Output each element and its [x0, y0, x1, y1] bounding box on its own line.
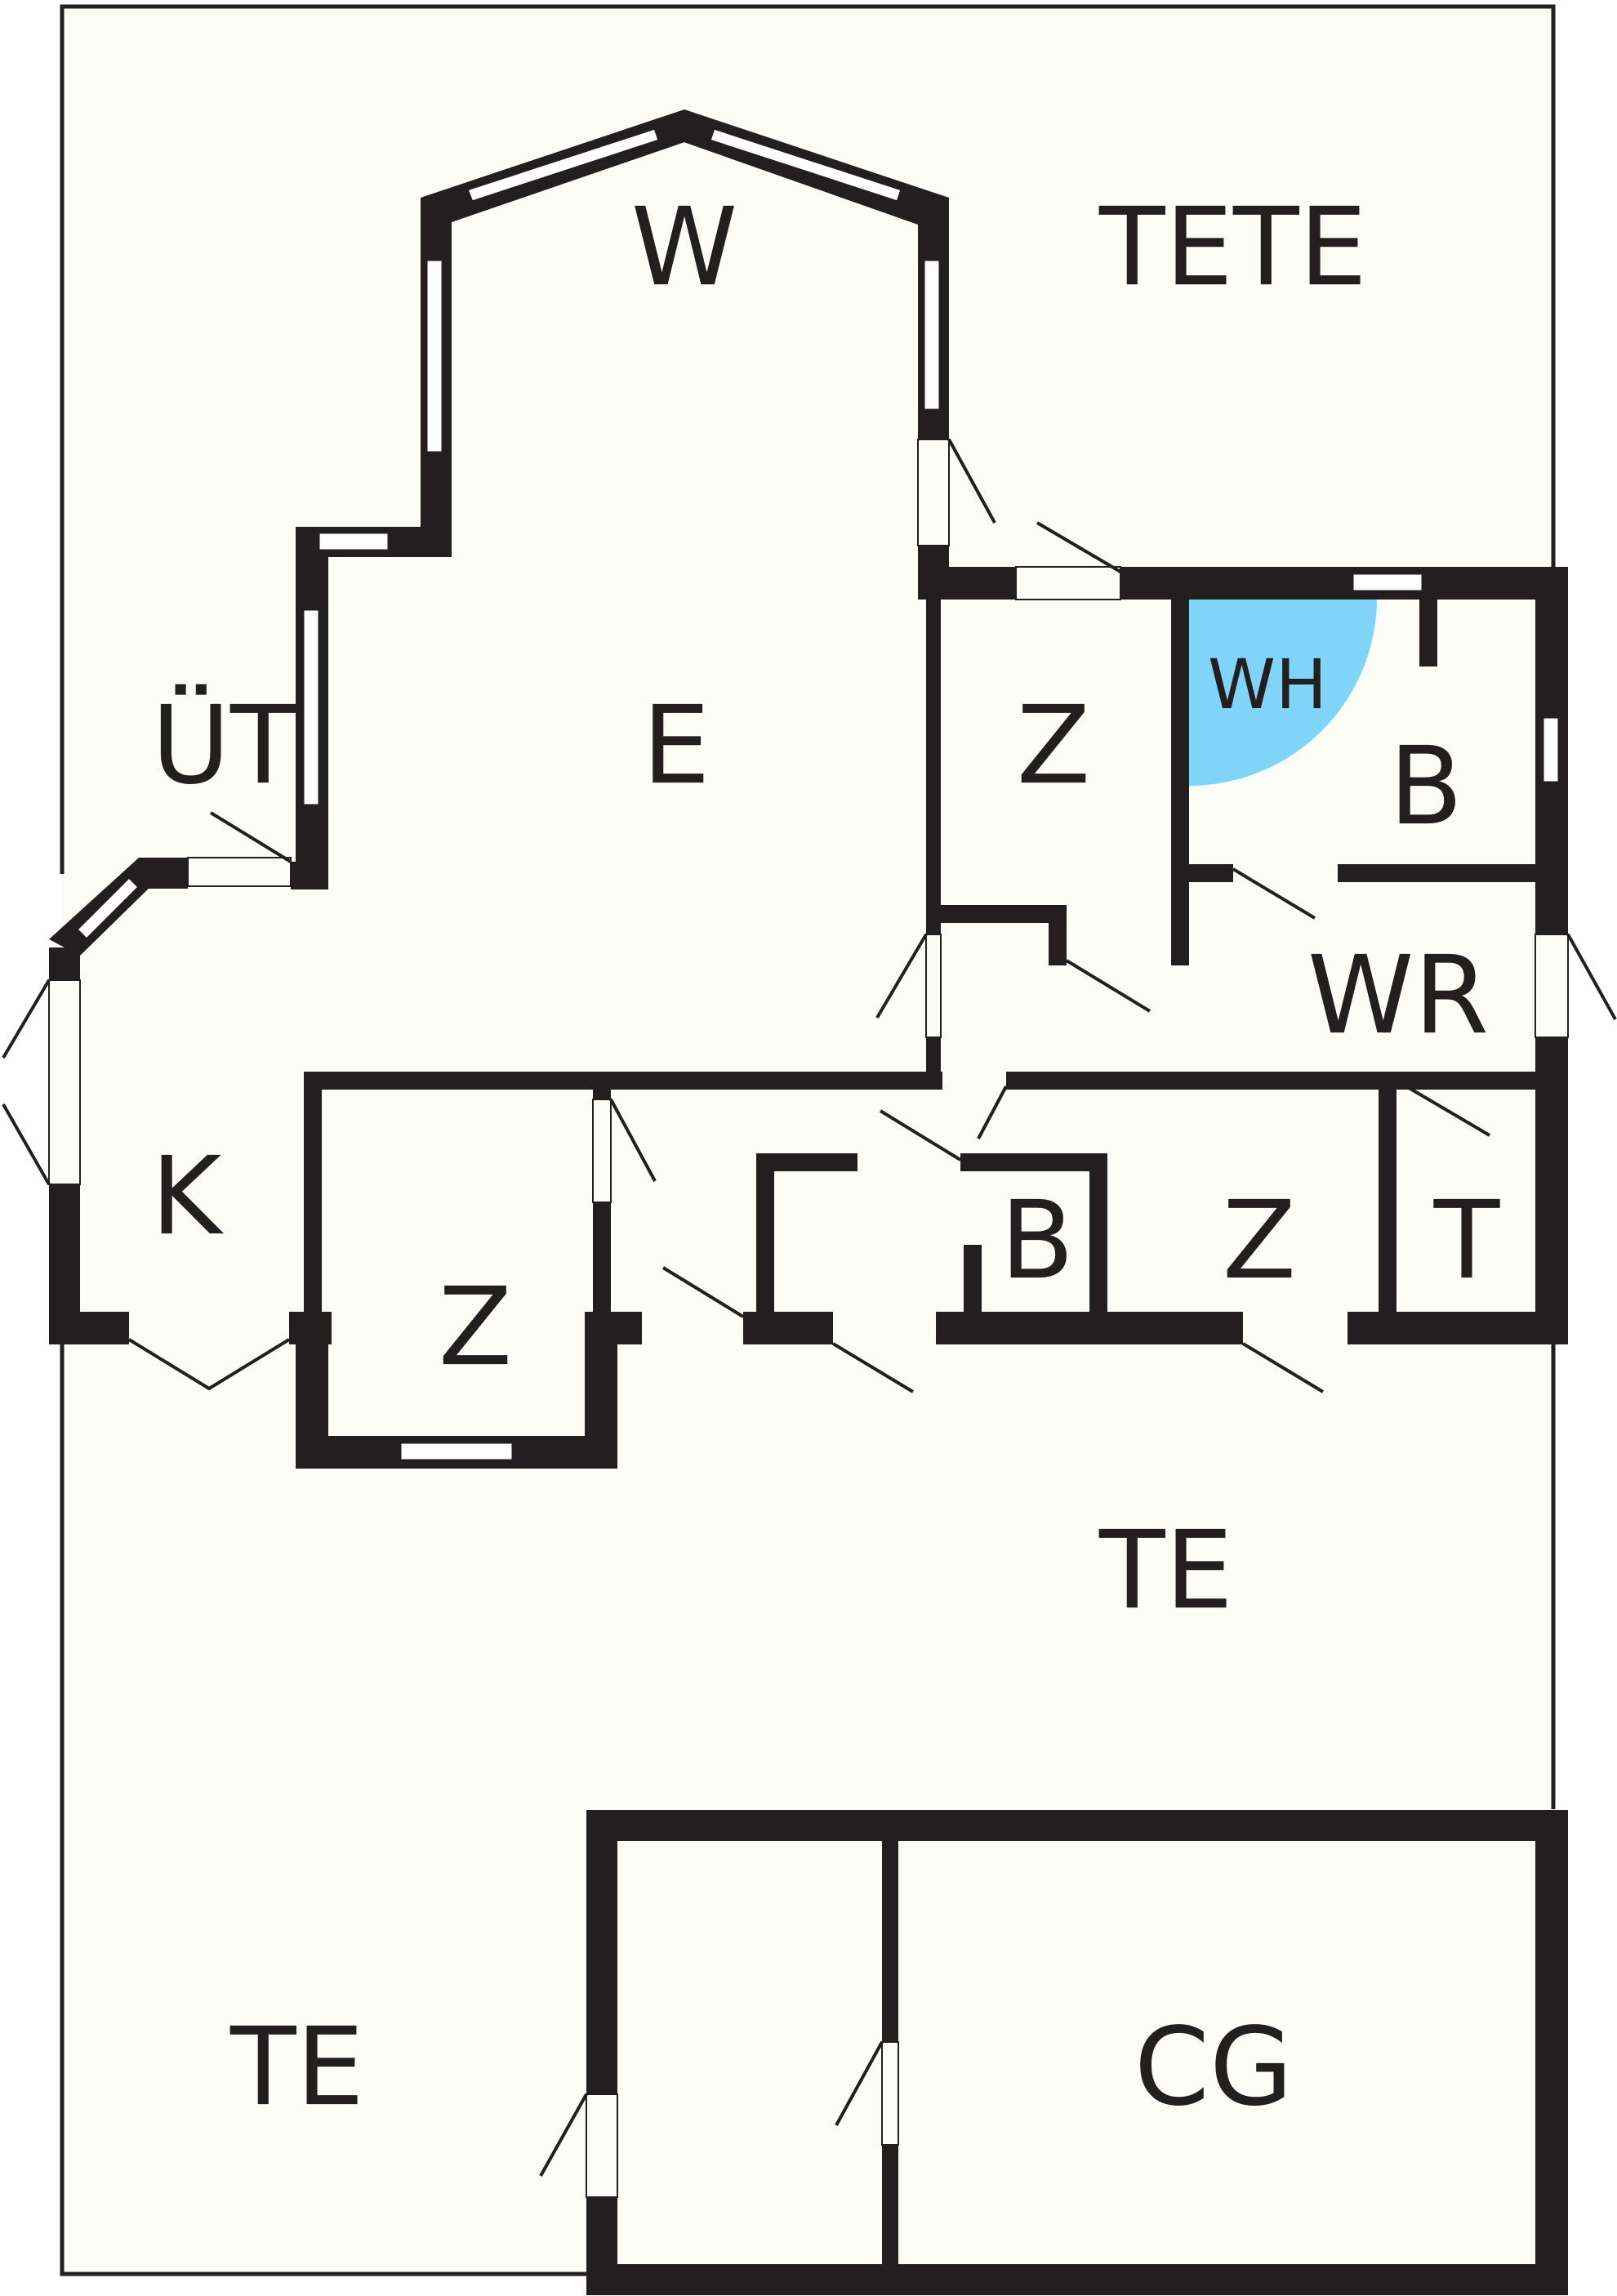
room-label-t: T — [1433, 1178, 1501, 1304]
door-e-swing — [947, 439, 996, 524]
wall-zt-bottom-stub — [1049, 923, 1067, 965]
room-label-ut: ÜT — [151, 683, 297, 809]
room-label-wh: WH — [1208, 644, 1327, 724]
door-garage-left — [586, 2093, 618, 2198]
wall-right-exterior-bottom — [1535, 1037, 1568, 1344]
door-k-bottom-swing — [127, 1338, 291, 1391]
wall-wr-left — [1171, 864, 1189, 965]
plot-floor — [62, 7, 1553, 2277]
wall-b-stub — [1419, 598, 1437, 667]
wall-zl-top — [304, 1072, 942, 1090]
door-zl-opening — [592, 1099, 612, 1203]
window-e-top — [317, 531, 390, 552]
room-label-wr: WR — [1307, 933, 1489, 1059]
wall-bm-right — [1089, 1153, 1107, 1317]
wall-t-left — [1379, 1086, 1396, 1317]
door-corridor-swing — [662, 1266, 745, 1318]
wall-zm-top — [1006, 1072, 1568, 1090]
door-k-swing-bottom — [2, 1103, 51, 1185]
window-e-left — [301, 608, 321, 807]
wall-e-right-stub — [918, 546, 949, 600]
wall-garage-bottom — [586, 2264, 1568, 2295]
room-label-z-left: Z — [439, 1264, 512, 1390]
door-zl-swing — [609, 1099, 657, 1182]
room-label-e: E — [642, 683, 710, 809]
door-zt-wr-swing — [1065, 959, 1152, 1013]
window-right-b — [1541, 716, 1561, 784]
room-label-z-top: Z — [1017, 683, 1090, 809]
window-zl — [399, 1441, 514, 1462]
wall-zl-left — [304, 1072, 322, 1313]
door-zm-top-swing — [977, 1086, 1008, 1139]
door-t-swing — [1405, 1085, 1491, 1137]
door-ut-swing — [209, 811, 292, 863]
window-k-left — [48, 979, 81, 1185]
wall-bay-left — [296, 109, 694, 557]
room-label-w: W — [631, 185, 738, 310]
window-bay-left — [466, 127, 661, 203]
room-label-k: K — [151, 1134, 225, 1259]
door-bt-swing — [1232, 867, 1316, 920]
room-label-z-mid: Z — [1223, 1178, 1296, 1304]
window-wh-top — [1351, 572, 1424, 593]
wh-water-heater-area — [1189, 598, 1377, 786]
door-bath-swing — [831, 1342, 915, 1393]
room-label-te-bottom: TE — [229, 2004, 364, 2130]
wall-corridor-bottom-4 — [1348, 1312, 1568, 1344]
door-bm-swing — [879, 1109, 962, 1161]
window-w-left — [425, 258, 444, 454]
door-service-top-swing — [1036, 521, 1122, 573]
door-service-top — [1015, 566, 1121, 600]
room-label-tete: TETE — [1098, 185, 1367, 310]
wall-garage-left-top — [586, 1810, 617, 2094]
wall-k-bottom — [49, 1312, 129, 1344]
wall-corridor-bottom-3 — [936, 1312, 1243, 1344]
wall-garage-right — [1535, 1810, 1568, 2295]
wall-bm-top-r — [960, 1153, 1107, 1171]
wall-zt-bottom — [939, 905, 1067, 923]
wall-bt-bottom-r — [1338, 864, 1568, 882]
room-label-te-mid: TE — [1098, 1508, 1233, 1634]
wall-garage-top — [586, 1810, 1568, 1841]
door-e-opening — [917, 439, 950, 546]
room-label-cg: CG — [1134, 2004, 1293, 2130]
door-zt-opening — [925, 934, 942, 1038]
door-right-opening — [1535, 934, 1569, 1038]
wall-corridor-bottom-2 — [743, 1312, 833, 1344]
wall-bm-top-l — [756, 1153, 858, 1171]
wall-corridor-bottom-1 — [617, 1312, 642, 1344]
wall-zt-left — [926, 600, 941, 934]
door-ut-opening — [187, 857, 292, 887]
window-w-right — [922, 258, 942, 412]
door-garage-left-swing — [539, 2093, 588, 2177]
wall-k-left-top — [49, 947, 80, 980]
wall-garage-mid-bottom — [882, 2145, 898, 2267]
wall-zt-left-low — [926, 1037, 941, 1086]
wall-bm-left — [756, 1153, 774, 1317]
door-garage-mid-swing — [835, 2041, 884, 2126]
wall-ut-bottom-right — [291, 862, 328, 889]
door-k-swing-top — [2, 979, 51, 1059]
room-label-b-top: B — [1389, 724, 1463, 849]
wall-service-top-2 — [1120, 567, 1568, 600]
plot-boundary — [60, 4, 1556, 874]
room-label-b-mid: B — [1000, 1178, 1075, 1304]
plot-boundary-left — [60, 1331, 588, 2276]
door-zm-swing — [1241, 1342, 1325, 1393]
door-garage-mid — [881, 2041, 899, 2146]
window-k-angle — [74, 875, 141, 942]
door-zt-swing — [875, 933, 928, 1019]
window-bay-right — [708, 127, 903, 203]
door-right-swing — [1566, 934, 1617, 1020]
wall-bm-stub — [964, 1245, 982, 1318]
wall-garage-mid-top — [882, 1841, 898, 2042]
